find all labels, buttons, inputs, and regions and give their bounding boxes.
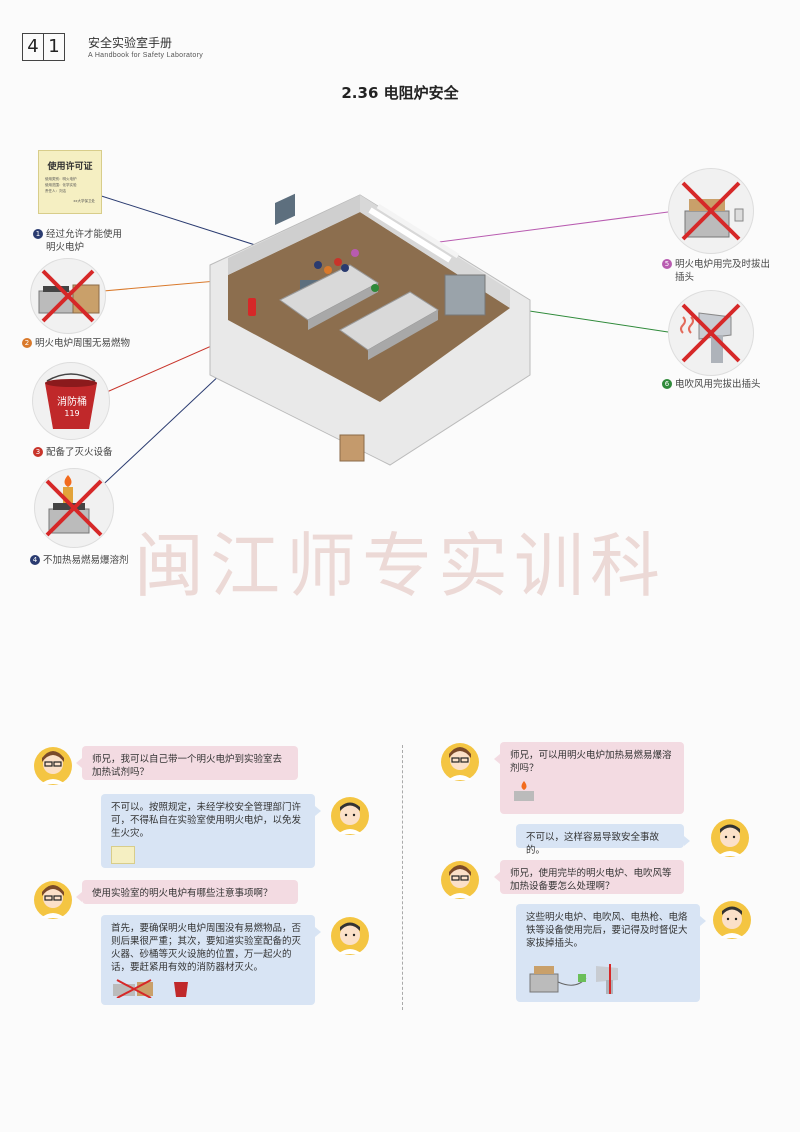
page-digit: 1 [44, 33, 65, 61]
book-title: 安全实验室手册 [88, 36, 173, 50]
callout-1: 1 经过允许才能使用明火电炉 [33, 228, 123, 254]
dialog-bubble-right-2: 不可以，这样容易导致安全事故的。 [516, 824, 690, 856]
stove-unplugged-crossed [668, 168, 754, 254]
permit-stamp: xx大学保卫处 [73, 199, 95, 203]
dialog-bubble-right-3: 师兄，使用完毕的明火电炉、电吹风等加热设备要怎么处理啊？ [494, 860, 684, 894]
callout-5: 5 明火电炉用完及时拔出插头 [662, 258, 772, 284]
permit-line: 责任人：刘洁 [45, 189, 66, 193]
dialog-bubble-left-4: 首先，要确保明火电炉周围没有易燃物品，否则后果很严重；其次，要知道实验室配备的灭… [101, 915, 321, 1005]
callout-text: 不加热易燃易爆溶剂 [43, 555, 129, 566]
dialog-text: 不可以。按照规定，未经学校安全管理部门许可，不得私自在实验室使用明火电炉，以免发… [111, 802, 302, 839]
callout-6: 6 电吹风用完拔出插头 [662, 378, 782, 391]
permit-details: 使用类别：明火电炉 使用范围：化学实验 责任人：刘洁 xx大学保卫处 [45, 176, 95, 204]
section-title: 2.36 电阻炉安全 [341, 84, 459, 102]
permit-line: 使用范围：化学实验 [45, 183, 77, 187]
dialog-bubble-right-1: 师兄，可以用明火电炉加热易燃易爆溶剂吗？ [494, 742, 684, 814]
callout-number: 6 [662, 379, 672, 389]
male-avatar [712, 900, 752, 940]
callout-4: 4 不加热易燃易爆溶剂 [30, 554, 170, 567]
male-avatar [330, 916, 370, 956]
permit-line: 使用类别：明火电炉 [45, 177, 77, 181]
book-subtitle: A Handbook for Safety Laboratory [88, 52, 204, 59]
callout-text: 明火电炉用完及时拔出插头 [675, 259, 771, 283]
dialog-text: 师兄，可以用明火电炉加热易燃易爆溶剂吗？ [510, 750, 672, 774]
crossed-stove-thumbnail [113, 979, 153, 998]
female-avatar [440, 742, 480, 782]
watermark: 闽江师专实训科 [134, 525, 666, 607]
fire-bucket: 消防桶 119 [32, 362, 110, 440]
callout-text: 经过允许才能使用明火电炉 [46, 229, 123, 253]
permit-title: 使用许可证 [47, 162, 93, 172]
stove-with-solvent-crossed [34, 468, 114, 548]
permit-card-thumbnail [111, 846, 135, 864]
stove-with-boxes-crossed [30, 258, 106, 334]
callout-text: 配备了灭火设备 [46, 447, 113, 458]
dialog-text: 这些明火电炉、电吹风、电热枪、电烙铁等设备使用完后，要记得及时督促大家拔掉插头。 [526, 912, 688, 949]
male-avatar [710, 818, 750, 858]
bucket-label: 消防桶 [57, 397, 87, 408]
female-avatar [440, 860, 480, 900]
bucket-number: 119 [64, 409, 80, 418]
callout-number: 4 [30, 555, 40, 565]
unplugged-devices-thumbnail [529, 964, 618, 994]
bubble-illustrations [111, 978, 305, 998]
callout-2: 2 明火电炉周围无易燃物 [22, 337, 162, 350]
callout-number: 1 [33, 229, 43, 239]
page-number: 4 1 [22, 33, 65, 61]
dialog-bubble-left-3: 使用实验室的明火电炉有哪些注意事项啊？ [76, 880, 298, 904]
callout-number: 3 [33, 447, 43, 457]
page-digit: 4 [22, 33, 44, 61]
fire-bucket-thumbnail [174, 982, 188, 997]
female-avatar [33, 746, 73, 786]
permit-card: 使用许可证 使用类别：明火电炉 使用范围：化学实验 责任人：刘洁 xx大学保卫处 [38, 150, 102, 214]
callout-text: 电吹风用完拔出插头 [675, 379, 761, 390]
dialog-bubble-left-1: 师兄，我可以自己带一个明火电炉到实验室去加热试剂吗？ [76, 746, 298, 780]
callout-number: 5 [662, 259, 672, 269]
callout-text: 明火电炉周围无易燃物 [35, 338, 131, 349]
callout-number: 2 [22, 338, 32, 348]
dialog-text: 首先，要确保明火电炉周围没有易燃物品，否则后果很严重；其次，要知道实验室配备的灭… [111, 923, 302, 973]
female-avatar [33, 880, 73, 920]
solvent-stove-thumbnail [514, 781, 534, 801]
dialog-bubble-left-2: 不可以。按照规定，未经学校安全管理部门许可，不得私自在实验室使用明火电炉，以免发… [101, 794, 321, 868]
male-avatar [330, 796, 370, 836]
callout-3: 3 配备了灭火设备 [33, 446, 143, 459]
dialog-bubble-right-4: 这些明火电炉、电吹风、电热枪、电烙铁等设备使用完后，要记得及时督促大家拔掉插头。 [516, 904, 706, 1002]
lab-isometric-illustration [209, 193, 531, 466]
hair-dryer-crossed [668, 290, 754, 376]
dialog-divider [402, 745, 403, 1010]
